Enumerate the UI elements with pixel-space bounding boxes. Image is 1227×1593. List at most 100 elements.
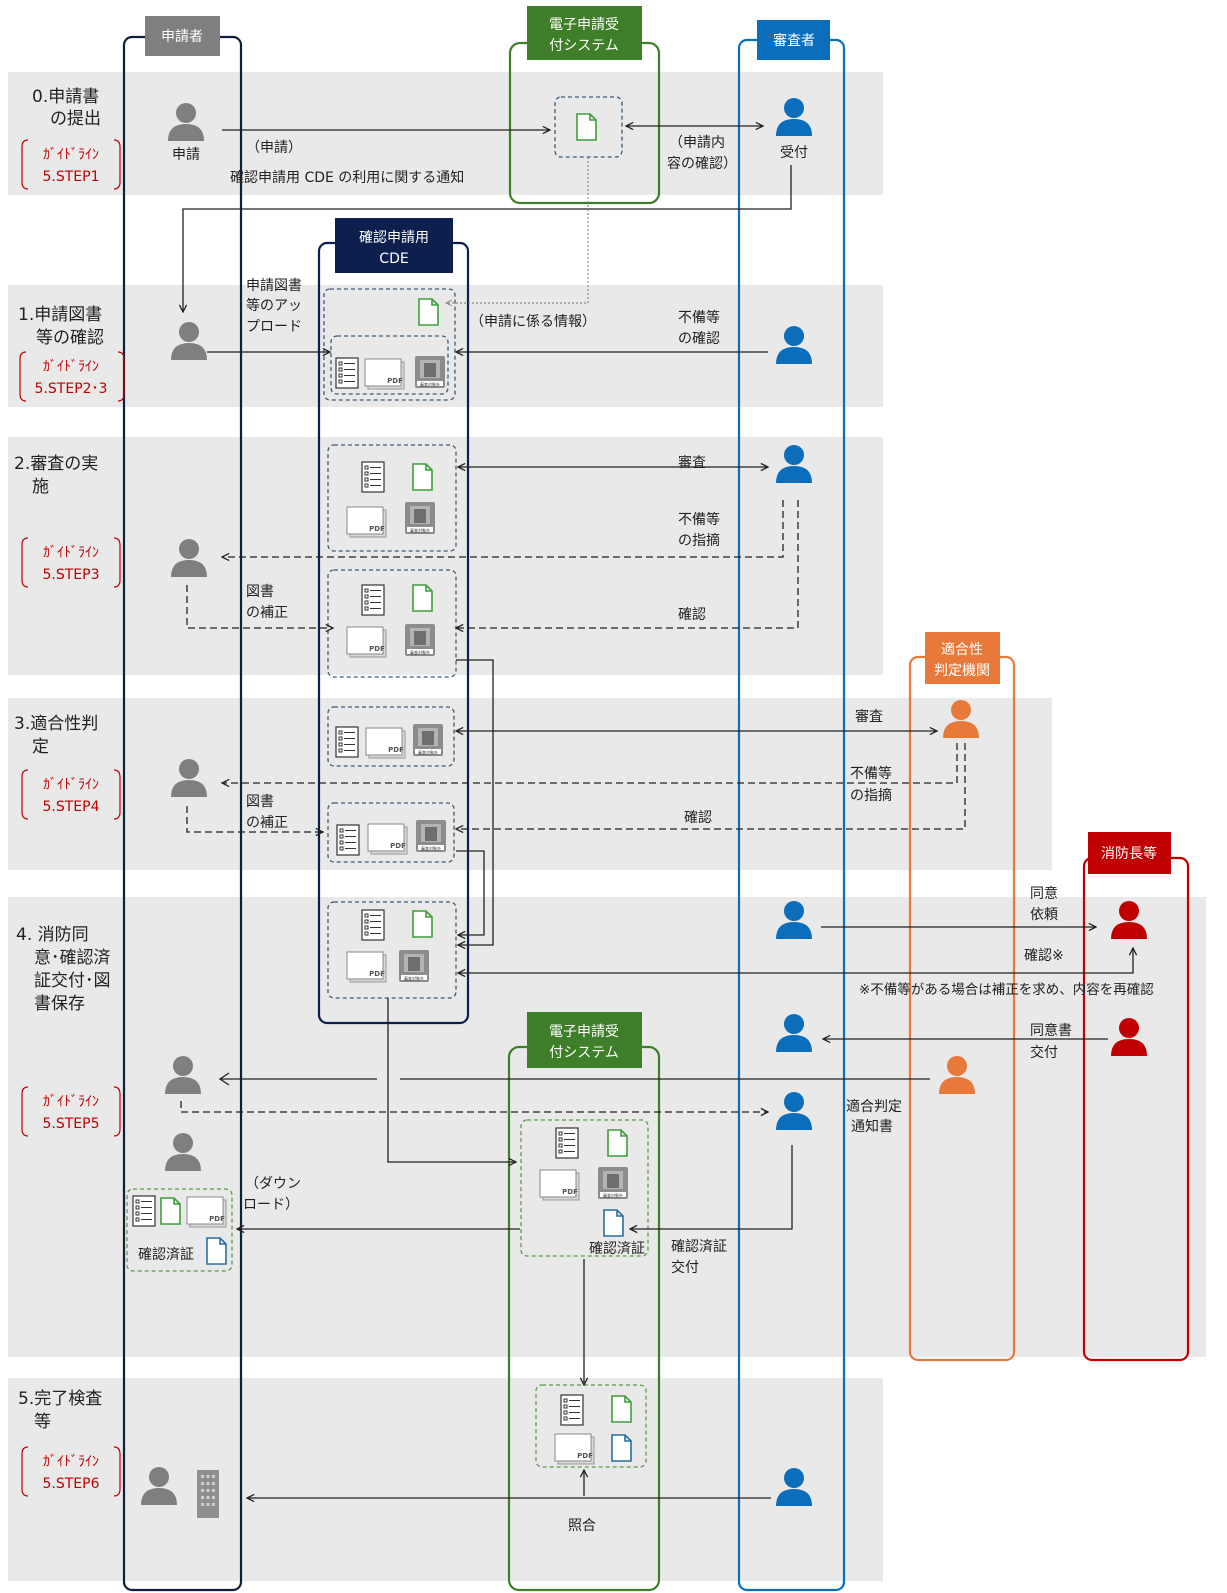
label-consent-doc-1: 同意書 <box>1030 1022 1072 1039</box>
guide-ref-5: ｶﾞｲﾄﾞﾗｲﾝ 5.STEP6 <box>21 1446 121 1497</box>
guide-ref-2-line-2: 5.STEP3 <box>43 567 100 583</box>
stage-band-2 <box>8 437 883 675</box>
pdf-label: PDF <box>369 525 385 533</box>
label-review: 審査 <box>678 455 706 471</box>
label-cert-issue-2: 交付 <box>671 1259 699 1276</box>
pdf-label: PDF <box>369 970 385 978</box>
list-icon <box>361 909 385 941</box>
guide-ref-5-line-2: 5.STEP6 <box>43 1476 100 1492</box>
guide-ref-2-line-1: ｶﾞｲﾄﾞﾗｲﾝ <box>43 545 99 561</box>
cde-s2-box-a <box>327 444 457 552</box>
stage-0-title-line-2: の提出 <box>50 109 101 129</box>
label-collate: 照合 <box>568 1518 596 1534</box>
stage-4-title-line-2: 意･確認済 <box>34 948 111 968</box>
stage-band-5 <box>8 1378 883 1581</box>
arrow-cert-issue <box>630 1145 793 1229</box>
stage-title-4: 4. 消防同 意･確認済 証交付･図 書保存 <box>16 925 111 1014</box>
guide-ref-5-line-1: ｶﾞｲﾄﾞﾗｲﾝ <box>43 1454 99 1470</box>
guide-ref-4-line-1: ｶﾞｲﾄﾞﾗｲﾝ <box>43 1094 99 1110</box>
document-icon <box>607 1129 628 1157</box>
pdf-label: PDF <box>388 746 404 754</box>
guide-ref-1-line-2: 5.STEP2･3 <box>35 381 108 397</box>
stage-title-0: 0.申請書 の提出 <box>32 87 101 129</box>
list-icon <box>555 1127 579 1159</box>
arrow-apply-info <box>446 157 589 303</box>
label-cert-issue-1: 確認済証 <box>671 1239 727 1255</box>
label-download-1: （ダウン <box>245 1176 301 1192</box>
label-upload-2: 等のアッ <box>246 297 302 314</box>
stage-4-title-line-3: 証交付･図 <box>34 971 111 991</box>
bim-caption: 審査対象外 <box>404 975 424 981</box>
applicant-label: 申請 <box>172 147 200 163</box>
bim-caption: 審査対象外 <box>603 1192 623 1198</box>
label-consent-doc-2: 交付 <box>1030 1044 1058 1061</box>
guide-ref-3-line-2: 5.STEP4 <box>43 799 100 815</box>
guide-ref-3-line-1: ｶﾞｲﾄﾞﾗｲﾝ <box>43 777 99 793</box>
certificate-document-icon <box>611 1434 632 1462</box>
stage-5-title-line-2: 等 <box>34 1412 51 1432</box>
stage-band-1 <box>8 285 883 407</box>
label-conformity-confirm: 確認 <box>684 810 712 826</box>
document-icon <box>611 1395 632 1423</box>
building-icon <box>197 1470 219 1518</box>
stage-1-title-line-2: 等の確認 <box>36 328 104 348</box>
label-check-deficiency-2: の確認 <box>678 331 720 347</box>
guide-ref-3: ｶﾞｲﾄﾞﾗｲﾝ 5.STEP4 <box>21 769 121 820</box>
arrow-fix-docs <box>186 585 333 628</box>
guide-ref-0-line-2: 5.STEP1 <box>43 169 100 185</box>
label-apply: （申請） <box>246 140 302 156</box>
lane-header-reviewer-label: 審査者 <box>773 33 815 49</box>
lane-header-cde-label-1: 確認申請用 <box>359 230 429 246</box>
stage-title-3: 3.適合性判 定 <box>14 714 98 757</box>
stage-4-title-line-1: 4. 消防同 <box>16 925 89 945</box>
stage-5-title-line-1: 5.完了検査 <box>18 1389 102 1409</box>
document-icon <box>160 1197 181 1225</box>
arrow-point-deficiency <box>222 500 784 557</box>
lane-header-cde <box>335 218 453 273</box>
stage-1-title-line-1: 1.申請図書 <box>18 305 102 325</box>
list-icon <box>361 584 385 616</box>
arrow-conformity-point <box>222 743 958 783</box>
stage-band-3 <box>8 698 1052 870</box>
label-conformity-fix-2: の補正 <box>246 815 288 831</box>
label-conformity-notice-2: 通知書 <box>851 1118 893 1135</box>
bim-caption: 審査対象外 <box>418 749 438 755</box>
label-confirm: 確認 <box>678 607 706 623</box>
lane-header-fire-label: 消防長等 <box>1101 845 1157 862</box>
lane-header-esystem-bottom-label-1: 電子申請受 <box>549 1024 619 1040</box>
label-upload-1: 申請図書 <box>246 278 302 294</box>
list-icon <box>132 1195 156 1227</box>
cde-s1-inner-box <box>330 335 449 395</box>
arrow-confirm <box>456 500 799 628</box>
lane-header-esystem-top-label-1: 電子申請受 <box>549 17 619 33</box>
label-point-1: 不備等 <box>678 511 720 528</box>
label-consent-request-2: 依頼 <box>1030 907 1058 923</box>
label-consent-request-1: 同意 <box>1030 885 1058 902</box>
stage-3-title-line-2: 定 <box>32 737 49 757</box>
connector-cde-s2-to-s4 <box>456 659 494 945</box>
guide-ref-0-line-1: ｶﾞｲﾄﾞﾗｲﾝ <box>43 147 99 163</box>
lane-header-esystem-bottom <box>527 1012 642 1068</box>
document-icon <box>418 298 439 326</box>
document-icon <box>576 113 597 141</box>
list-icon <box>335 357 359 389</box>
certificate-document-icon <box>603 1209 624 1237</box>
bim-caption: 審査対象外 <box>410 527 430 533</box>
label-apply-info: （申請に係る情報） <box>470 314 596 330</box>
label-download-2: ロード） <box>243 1197 299 1213</box>
label-point-2: の指摘 <box>678 532 720 549</box>
list-icon <box>361 461 385 493</box>
label-conformity-notice-1: 適合判定 <box>846 1098 902 1115</box>
pdf-label: PDF <box>577 1452 593 1460</box>
stage-title-1: 1.申請図書 等の確認 <box>18 305 104 348</box>
lane-header-reviewer <box>757 20 830 60</box>
stage-0-title-line-1: 0.申請書 <box>32 87 99 107</box>
cde-s1-outer-box <box>323 288 456 401</box>
applicant-certificate-label: 確認済証 <box>138 1247 194 1263</box>
document-icon <box>412 463 433 491</box>
label-cde-notice: 確認申請用 CDE の利用に関する通知 <box>230 169 464 186</box>
bim-caption: 審査対象外 <box>410 649 430 655</box>
document-icon <box>412 584 433 612</box>
lane-header-applicant <box>145 16 220 56</box>
connector-cde-s3-to-s4 <box>456 850 485 935</box>
